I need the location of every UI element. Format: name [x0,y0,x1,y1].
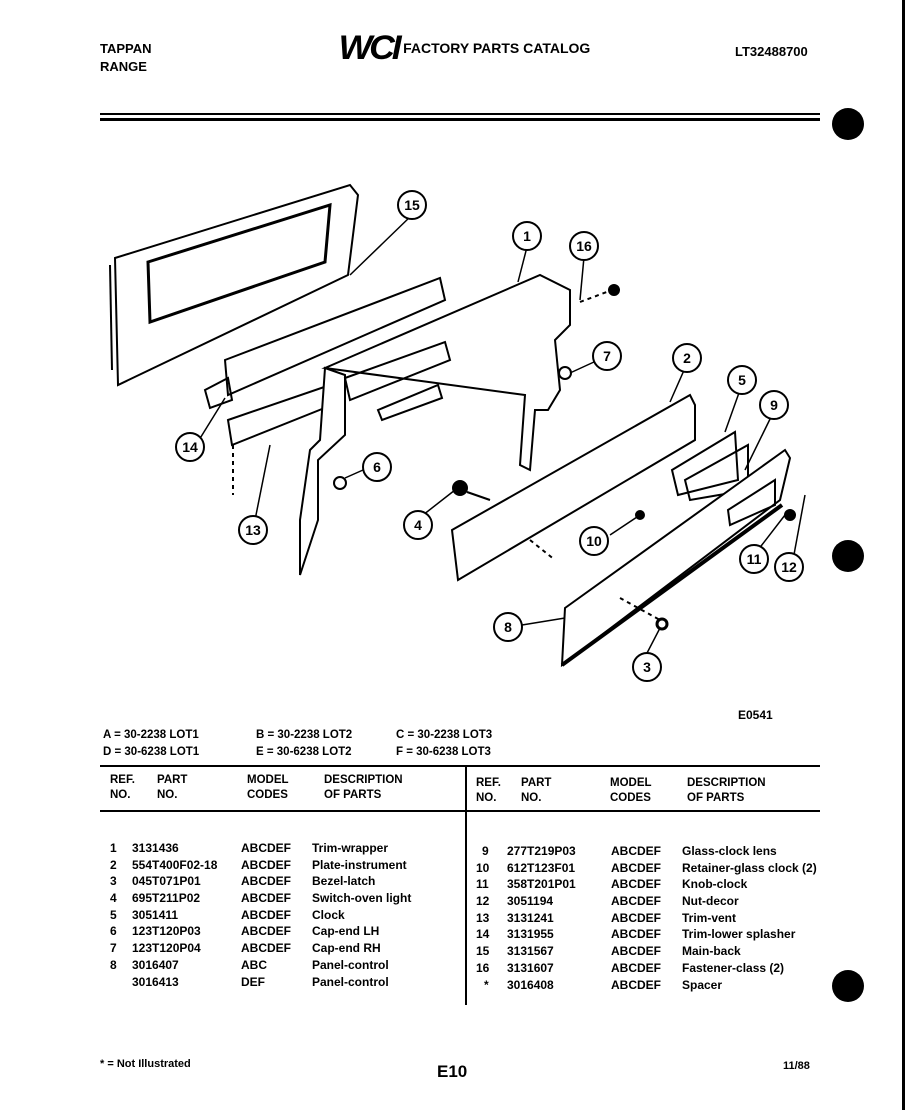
header-rule [100,113,820,115]
model-key-e: E = 30-6238 LOT2 [256,746,352,758]
table-header-rule [100,810,820,812]
exploded-parts-diagram: 15 1 16 7 2 5 9 14 13 6 4 10 11 12 8 3 [109,183,806,682]
callout-15: 15 [404,197,420,213]
page-number: E10 [437,1062,468,1081]
callout-14: 14 [182,439,198,455]
figure-code: E0541 [738,708,773,722]
callout-8: 8 [504,619,512,635]
punch-hole-icon [832,108,864,140]
callout-4: 4 [414,517,422,533]
table-column-divider [465,765,467,1005]
model-key-d: D = 30-6238 LOT1 [103,746,200,758]
punch-hole-icon [832,970,864,1002]
callout-6: 6 [373,459,381,475]
product-name: RANGE [100,59,147,74]
callout-7: 7 [603,348,611,364]
callout-16: 16 [576,238,592,254]
brand-name: TAPPAN [100,41,152,56]
table-top-rule [100,765,820,767]
revision-date: 11/88 [783,1060,810,1072]
catalog-number: LT32488700 [735,44,808,59]
punch-hole-icon [832,540,864,572]
brand-block: TAPPAN RANGE [100,40,152,76]
catalog-title: FACTORY PARTS CATALOG [403,40,591,56]
callout-10: 10 [586,533,602,549]
header-ref-right: REF.NO. [476,777,501,804]
page-edge [902,0,905,1110]
model-key: A = 30-2238 LOT1 B = 30-2238 LOT2 C = 30-2… [103,727,492,761]
callout-5: 5 [738,372,746,388]
callout-3: 3 [643,659,651,675]
wci-logo: WCI [338,29,402,67]
catalog-heading: WCI FACTORY PARTS CATALOG [338,29,591,67]
callout-1: 1 [523,228,531,244]
callout-2: 2 [683,350,691,366]
header-ref: REF.NO. [110,774,135,801]
model-key-c: C = 30-2238 LOT3 [396,729,493,741]
callout-11: 11 [747,551,762,567]
header-rule-thick [100,118,820,121]
callout-12: 12 [781,559,797,575]
model-key-b: B = 30-2238 LOT2 [256,729,353,741]
callout-13: 13 [245,522,261,538]
callout-9: 9 [770,397,778,413]
not-illustrated-note: * = Not Illustrated [100,1058,191,1070]
model-key-a: A = 30-2238 LOT1 [103,729,199,741]
model-key-f: F = 30-6238 LOT3 [396,746,491,758]
